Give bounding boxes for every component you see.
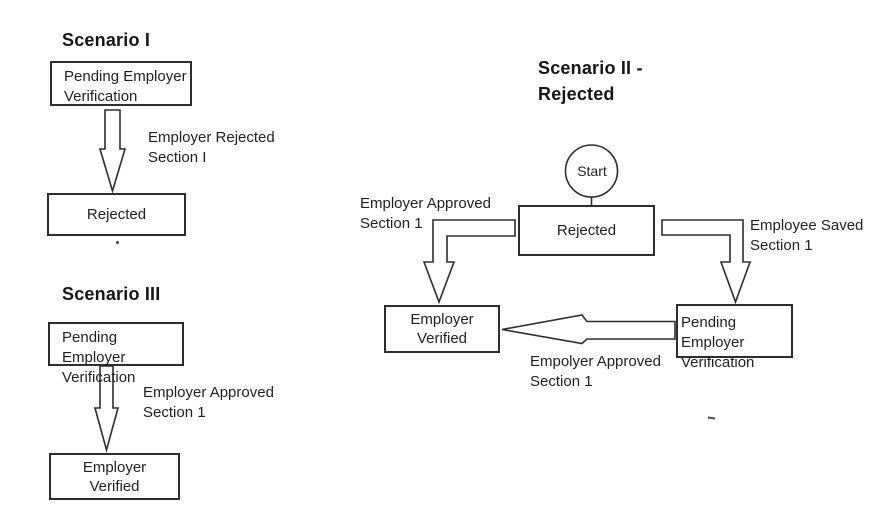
scenario3-down-arrow-icon xyxy=(93,365,120,454)
scenario2-right-arrow-label: Employee Saved Section 1 xyxy=(750,217,864,254)
scenario2-title: Scenario II - Rejected xyxy=(538,58,643,104)
scenario2-horizontal-arrow-label: Empolyer Approved Section 1 xyxy=(530,353,661,390)
scenario2-pending-verification-box: Pending Employer Verification xyxy=(676,304,793,371)
start-label: Start xyxy=(577,163,607,179)
scenario1-pending-verification-text: Pending Employer Verification xyxy=(64,68,187,105)
scenario3-title: Scenario III xyxy=(62,284,161,304)
scenario1-rejected-text: Rejected xyxy=(86,206,147,223)
scenario2-left-elbow-arrow-icon xyxy=(422,219,516,305)
scenario2-right-elbow-arrow-icon xyxy=(661,219,752,305)
scenario2-pending-verification-text: Pending Employer Verification xyxy=(681,314,755,371)
scenario2-rejected-box: Rejected xyxy=(518,205,655,256)
scenario2-rejected-text: Rejected xyxy=(556,222,617,239)
scenario2-horizontal-arrow-icon xyxy=(501,314,676,345)
scenario3-arrow-label: Employer Approved Section 1 xyxy=(143,384,274,421)
scenario1-rejected-box: Rejected xyxy=(47,193,186,236)
scenario2-employer-verified-box: Employer Verified xyxy=(384,305,500,353)
scenario3-employer-verified-text: Employer Verified xyxy=(82,458,147,495)
scenario2-employer-verified-text: Employer Verified xyxy=(410,311,474,347)
stray-dot xyxy=(116,241,119,244)
scenario1-pending-verification-box: Pending Employer Verification xyxy=(50,61,192,106)
scenario1-arrow-label: Employer Rejected Section I xyxy=(148,129,275,166)
scenario3-pending-verification-box: Pending Employer Verification xyxy=(48,322,184,386)
scenario1-down-arrow-icon xyxy=(98,109,127,194)
scenario2-left-arrow-label: Employer Approved Section 1 xyxy=(360,195,491,232)
scenario3-pending-verification-text: Pending Employer Verification xyxy=(62,329,136,386)
scenario3-employer-verified-box: Employer Verified xyxy=(49,453,180,500)
scenario1-title: Scenario I xyxy=(62,30,151,50)
